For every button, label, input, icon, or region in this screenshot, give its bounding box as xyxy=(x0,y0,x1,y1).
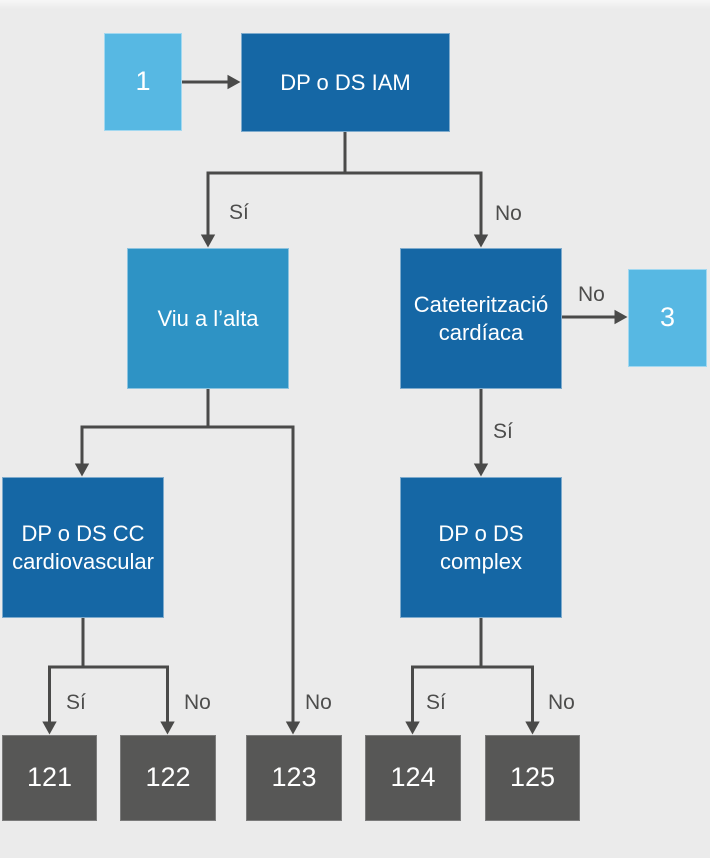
edge-cc-split xyxy=(48,665,169,724)
edge-label-complex-no: No xyxy=(548,691,575,714)
node-result-124: 124 xyxy=(365,735,461,821)
node-dp-o-ds-iam: DP o DS IAM xyxy=(241,33,450,132)
arrowhead-into-124 xyxy=(405,721,420,735)
edge-complex-split xyxy=(411,665,534,724)
arrowhead-into-complex xyxy=(473,463,489,477)
arrowhead-into-iam xyxy=(227,74,241,90)
edge-label-complex-si: Sí xyxy=(426,691,446,714)
edge-iam-split xyxy=(206,171,483,237)
edge-viu-split xyxy=(80,425,295,724)
node-result-123: 123 xyxy=(246,735,342,821)
arrowhead-into-cat xyxy=(473,234,489,248)
edge-label-cc-si: Sí xyxy=(66,691,86,714)
edge-label-cat-si: Sí xyxy=(493,420,513,443)
node-start-1: 1 xyxy=(104,33,182,131)
arrowhead-into-122 xyxy=(160,721,175,735)
node-result-122: 122 xyxy=(120,735,216,821)
edge-label-viu-no: No xyxy=(305,691,332,714)
node-dp-o-ds-complex: DP o DS complex xyxy=(400,477,562,618)
node-exit-3: 3 xyxy=(628,269,707,367)
arrowhead-into-125 xyxy=(525,721,540,735)
arrowhead-into-123 xyxy=(285,721,301,735)
edge-label-iam-si: Sí xyxy=(229,201,249,224)
edge-label-cc-no: No xyxy=(184,691,211,714)
arrowhead-into-viu xyxy=(200,234,216,248)
node-result-125: 125 xyxy=(485,735,580,821)
arrowhead-into-121 xyxy=(42,721,57,735)
edge-label-iam-no: No xyxy=(495,202,522,225)
arrowhead-into-exit3 xyxy=(614,309,628,325)
node-result-121: 121 xyxy=(2,735,97,821)
arrowhead-into-cc xyxy=(74,463,90,477)
node-dp-o-ds-cc-cardiovascular: DP o DS CC cardiovascular xyxy=(2,477,164,618)
node-viu-a-lalta: Viu a l’alta xyxy=(127,248,289,389)
node-cateteritzacio-cardiaca: Cateterització cardíaca xyxy=(400,248,562,389)
edge-label-cat-no: No xyxy=(578,283,605,306)
